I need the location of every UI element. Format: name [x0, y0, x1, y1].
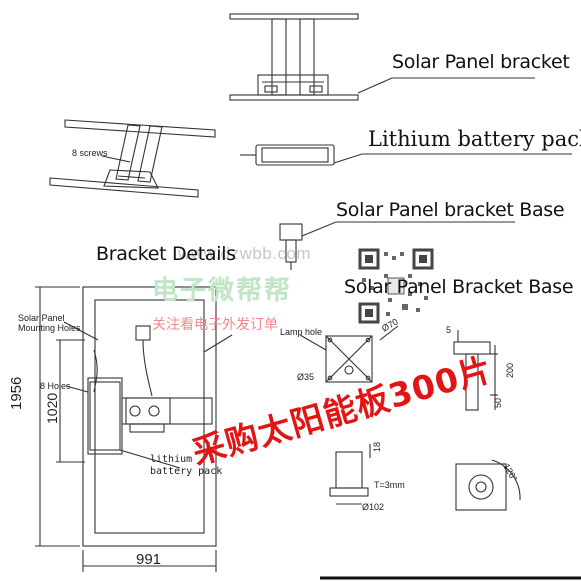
label-lithium-battery-pack: Lithium battery pack — [368, 127, 581, 151]
label-bracket-base-right: Solar Panel Bracket Base — [344, 276, 574, 298]
dim-t3: T=3mm — [374, 480, 405, 490]
dim-height-total: 1956 — [8, 376, 25, 410]
bracket-isometric-drawing — [49, 119, 216, 198]
label-mounting-holes-1: Solar Panel — [18, 313, 65, 323]
dim-phi102: Ø102 — [362, 502, 385, 512]
watermark-brand-cn: 电子微帮帮 — [152, 276, 293, 306]
watermark-url: www.dzwbb.com — [178, 244, 312, 263]
base-side-view-b — [329, 444, 371, 505]
dim-200: 200 — [505, 362, 515, 378]
label-battery-1: lithium — [150, 454, 193, 465]
dim-height-inner: 1020 — [44, 392, 60, 424]
label-bracket-details: Bracket Details — [96, 243, 236, 265]
label-mounting-holes-2: Mounting Holes — [18, 323, 81, 333]
dim-5: 5 — [446, 325, 452, 335]
bracket-base-drawing — [279, 223, 303, 270]
lithium-battery-pack-drawing — [240, 144, 335, 166]
watermark-sub-cn: 关注看电子外发订单 — [152, 317, 278, 333]
dim-phi35: Ø35 — [297, 372, 315, 382]
qr-code-icon — [358, 248, 434, 324]
label-bracket-base-top: Solar Panel bracket Base — [336, 199, 565, 221]
base-side-view-a — [453, 330, 498, 411]
dim-width: 991 — [136, 551, 162, 568]
base-plate-top-view — [325, 335, 373, 383]
dim-18: 18 — [372, 441, 382, 452]
dim-50: 50 — [493, 397, 503, 408]
label-8-holes: 8 Holes — [40, 381, 71, 391]
base-round-top-view — [455, 459, 521, 511]
label-screws: 8 screws — [72, 148, 108, 158]
label-lamp-hole: Lamp hole — [280, 327, 323, 337]
solar-panel-outline — [82, 286, 217, 547]
solar-panel-bracket-drawing — [229, 13, 359, 101]
label-solar-panel-bracket: Solar Panel bracket — [392, 51, 570, 73]
label-battery-2: battery pack — [150, 466, 223, 477]
